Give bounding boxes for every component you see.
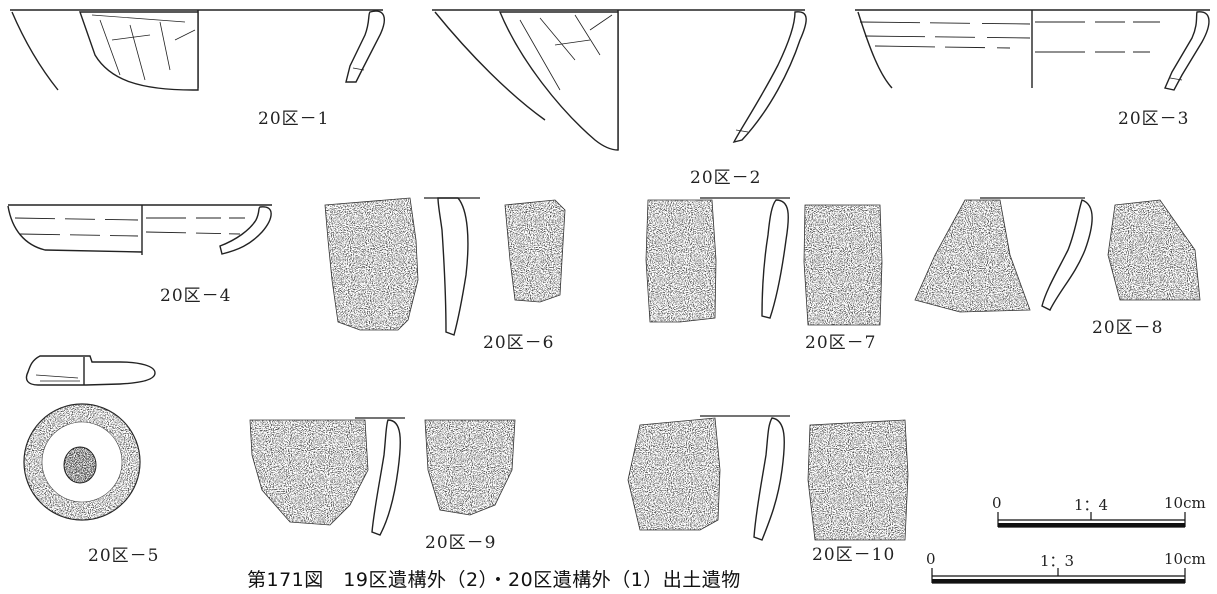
- artifact-8-label: 20区－8: [1092, 318, 1164, 338]
- artifact-9-label: 20区－9: [425, 533, 497, 553]
- scale-2-start: 0: [926, 550, 936, 568]
- artifact-5-label: 20区－5: [88, 546, 160, 566]
- figure-caption: 第171図 19区遺構外（2）・20区遺構外（1）出土遺物: [247, 569, 741, 591]
- artifact-10-label: 20区－10: [812, 545, 896, 565]
- artifact-10-drawing: [627, 415, 909, 541]
- scale-2-end: 10cm: [1164, 550, 1206, 568]
- scale-2-ratio: 1：3: [1040, 552, 1075, 570]
- artifact-8-drawing: [914, 197, 1201, 313]
- artifact-1-label: 20区－1: [258, 109, 330, 129]
- artifact-5-drawing: [25, 355, 156, 386]
- artifact-5-plan: [23, 403, 141, 521]
- scale-bar-1: [997, 512, 1186, 528]
- artifact-3-label: 20区－3: [1118, 109, 1190, 129]
- scale-1-end: 10cm: [1164, 494, 1206, 512]
- artifact-1-drawing: [10, 9, 386, 91]
- artifact-4-label: 20区－4: [160, 286, 232, 306]
- artifact-6-label: 20区－6: [483, 333, 555, 353]
- artifact-7-label: 20区－7: [805, 333, 877, 353]
- artifact-2-drawing: [432, 9, 807, 151]
- scale-bar-2: [931, 568, 1186, 584]
- scale-1-start: 0: [992, 494, 1002, 512]
- artifact-7-drawing: [645, 197, 883, 326]
- artifact-9-drawing: [249, 417, 516, 536]
- artifact-3-drawing: [855, 9, 1210, 91]
- scale-1-ratio: 1：4: [1074, 496, 1109, 514]
- artifact-2-label: 20区－2: [690, 168, 762, 188]
- artifact-4-drawing: [7, 204, 272, 255]
- artifact-6-drawing: [324, 197, 566, 336]
